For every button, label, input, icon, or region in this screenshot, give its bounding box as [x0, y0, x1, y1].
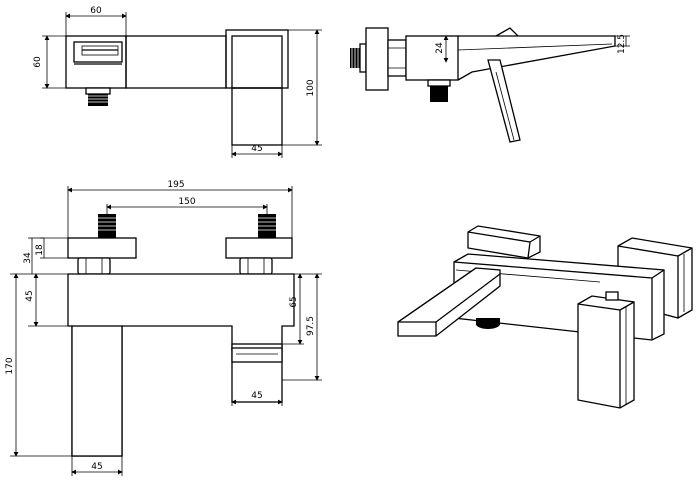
front-view: 195 150 18 34 45 170 65 97.5 [5, 180, 322, 476]
isometric-view [397, 225, 693, 409]
iso-aerator-body [476, 318, 500, 325]
iso-lever-edge [577, 303, 621, 311]
side-view-bottom-thread [430, 86, 448, 102]
top-view-connector [88, 94, 108, 106]
side-view-lever-line [495, 71, 515, 141]
iso-left-cap [467, 225, 541, 259]
dim-side-spout: 12.5 [617, 34, 627, 54]
front-view-right-thread-lines [258, 217, 276, 231]
side-view-flange [365, 27, 389, 91]
front-view-handle [71, 325, 123, 457]
side-view-thread-lines [351, 48, 359, 68]
iso-lever-edge [619, 301, 635, 311]
dim-front-total-width: 195 [167, 180, 184, 190]
top-view-nut [85, 87, 111, 95]
top-view-handle-cap [225, 29, 289, 89]
front-view-left-thread-lines [98, 217, 116, 231]
dim-top-width: 60 [90, 6, 102, 16]
side-view-spout [457, 35, 616, 81]
dim-top-height: 60 [33, 56, 43, 68]
iso-spout-edge [397, 267, 477, 323]
dim-front-center: 150 [178, 197, 195, 207]
front-view-right-nut [239, 257, 273, 275]
side-view: 24 12.5 [350, 27, 630, 143]
dim-front-spout-width: 45 [251, 391, 262, 401]
dim-side-depth: 24 [435, 42, 445, 54]
iso-body-edge [651, 269, 665, 279]
iso-spout-edge [435, 273, 501, 323]
top-view-handle-lever [231, 87, 283, 146]
iso-left-cap-edge [529, 235, 541, 243]
dim-front-inlet: 34 [23, 252, 33, 264]
front-view-left-nut [77, 257, 111, 275]
iso-right-cap-edge [617, 245, 679, 257]
top-view-window [73, 41, 123, 63]
dim-front-handle-height: 170 [5, 357, 15, 374]
top-view-handle-inner [231, 35, 283, 89]
top-view-arm [125, 35, 227, 89]
dim-front-handle-width: 45 [91, 462, 102, 472]
front-view-right-flange [225, 237, 293, 259]
iso-body-edge [453, 261, 653, 279]
top-view: 60 60 100 45 [33, 6, 322, 158]
iso-left-cap-edge [527, 241, 531, 259]
iso-right-cap-edge [677, 247, 693, 257]
iso-lever-pivot [605, 291, 619, 301]
side-view-handle-top [495, 27, 519, 37]
iso-left-cap-edge [467, 231, 531, 243]
side-view-bottom-nut [427, 79, 451, 87]
side-view-spout-line [457, 43, 613, 51]
front-view-left-flange [67, 237, 137, 259]
side-view-body [405, 35, 459, 81]
side-view-nut [387, 39, 407, 77]
dim-top-total-height: 100 [306, 79, 316, 96]
dim-front-total-height: 97.5 [306, 316, 316, 336]
dim-front-eccentric: 18 [35, 244, 45, 256]
front-view-spout-outlet [231, 347, 283, 363]
dim-top-body-width: 45 [251, 144, 262, 154]
dim-front-spout-height: 65 [289, 296, 299, 307]
top-view-connector-threads [88, 95, 108, 103]
dim-front-body-height: 45 [25, 290, 35, 301]
side-view-washer [359, 43, 367, 73]
